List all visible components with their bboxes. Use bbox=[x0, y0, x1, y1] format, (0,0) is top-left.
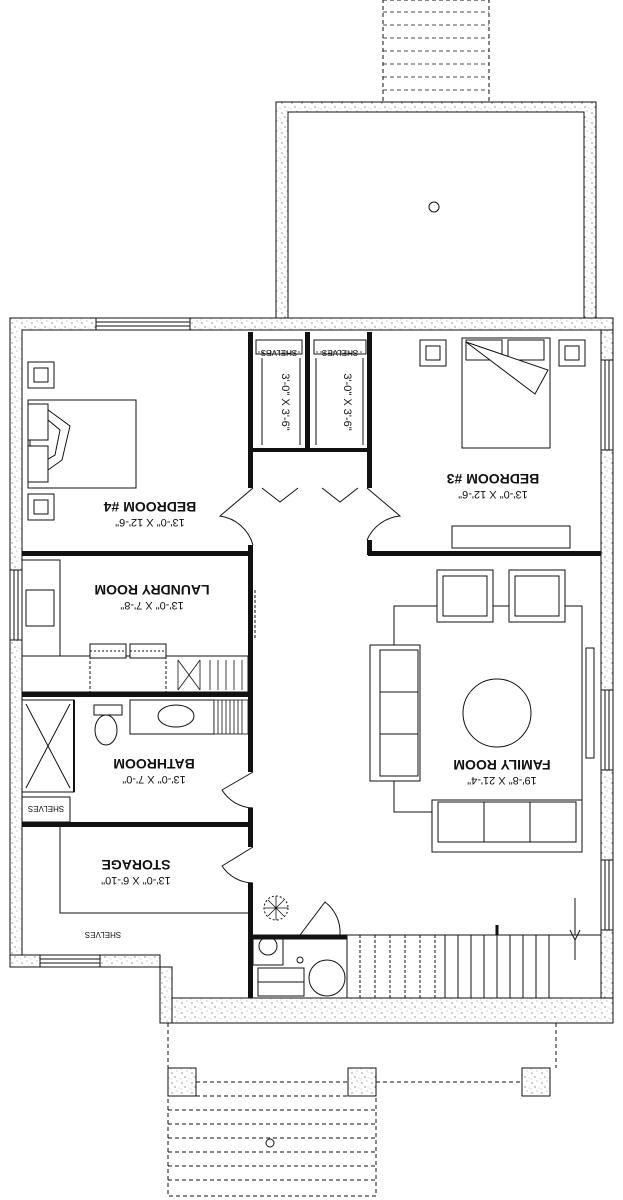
bedroom3-name: BEDROOM #3 bbox=[447, 471, 540, 487]
bedroom3-label: BEDROOM #3 13'-0" X 12'-6" bbox=[447, 471, 540, 500]
storage-label: STORAGE 13'-0" X 6'-10" bbox=[101, 857, 171, 886]
bedroom4-name: BEDROOM #4 bbox=[104, 499, 197, 515]
interior-walls bbox=[22, 332, 601, 998]
bathroom-label: BATHROOM 13'-0" X 7'-0" bbox=[113, 756, 194, 785]
laundry-name: LAUNDRY ROOM bbox=[94, 582, 209, 598]
bottom-porch bbox=[167, 1023, 557, 1197]
closet-left: SHELVES 3'-0" X 3'-6" bbox=[255, 339, 303, 445]
bedroom4-label: BEDROOM #4 13'-0" X 12'-6" bbox=[104, 499, 197, 528]
bedroom3-dims: 13'-0" X 12'-6" bbox=[458, 488, 528, 500]
exterior-walls bbox=[9, 317, 614, 1024]
top-deck bbox=[275, 101, 597, 319]
toilet-icon bbox=[94, 714, 118, 746]
closet-right: SHELVES 3'-0" X 3'-6" bbox=[313, 339, 367, 445]
storage-name: STORAGE bbox=[102, 857, 171, 873]
bathroom-dims: 13'-0" X 7'-0" bbox=[122, 773, 185, 785]
coffee-table-icon bbox=[462, 678, 532, 748]
family-label: FAMILY ROOM 19'-8" X 21'-4" bbox=[453, 757, 550, 786]
water-heater-icon bbox=[258, 936, 278, 956]
porch-post-icon bbox=[265, 1138, 275, 1148]
family-name: FAMILY ROOM bbox=[453, 757, 550, 773]
sink-icon bbox=[157, 704, 195, 728]
closet-left-dims: 3'-0" X 3'-6" bbox=[279, 373, 291, 430]
closet-left-shelves-label: SHELVES bbox=[261, 348, 297, 357]
storage-area: SHELVES bbox=[59, 827, 248, 939]
toilet-tank-icon bbox=[93, 704, 123, 716]
family-dims: 19'-8" X 21'-4" bbox=[467, 774, 537, 786]
closet-right-dims: 3'-0" X 3'-6" bbox=[341, 373, 353, 430]
storage-shelves-label: SHELVES bbox=[85, 930, 121, 939]
doors bbox=[218, 487, 402, 936]
bathroom-furniture: SHELVES bbox=[21, 699, 249, 823]
deck-post-icon bbox=[428, 201, 440, 213]
top-stairs bbox=[382, 0, 490, 103]
laundry-label: LAUNDRY ROOM 13'-0" X 7'-8" bbox=[94, 582, 209, 611]
bedroom3-furniture bbox=[419, 337, 586, 549]
tank-icon bbox=[308, 959, 346, 997]
closet-right-shelves-label: SHELVES bbox=[322, 348, 358, 357]
laundry-dims: 13'-0" X 7'-8" bbox=[120, 599, 183, 611]
storage-dims: 13'-0" X 6'-10" bbox=[101, 874, 171, 886]
tv-stand-icon bbox=[585, 647, 595, 759]
mechanical-area bbox=[252, 895, 348, 997]
dresser-icon bbox=[451, 525, 571, 549]
stairs-down bbox=[346, 898, 602, 999]
bathroom-name: BATHROOM bbox=[113, 756, 194, 772]
bath-shelves-label: SHELVES bbox=[28, 804, 64, 813]
bedroom4-furniture bbox=[27, 361, 137, 521]
bedroom4-dims: 13'-0" X 12'-6" bbox=[115, 516, 185, 528]
sink-icon bbox=[25, 589, 55, 627]
laundry-furniture bbox=[21, 559, 249, 693]
family-furniture bbox=[369, 569, 595, 853]
